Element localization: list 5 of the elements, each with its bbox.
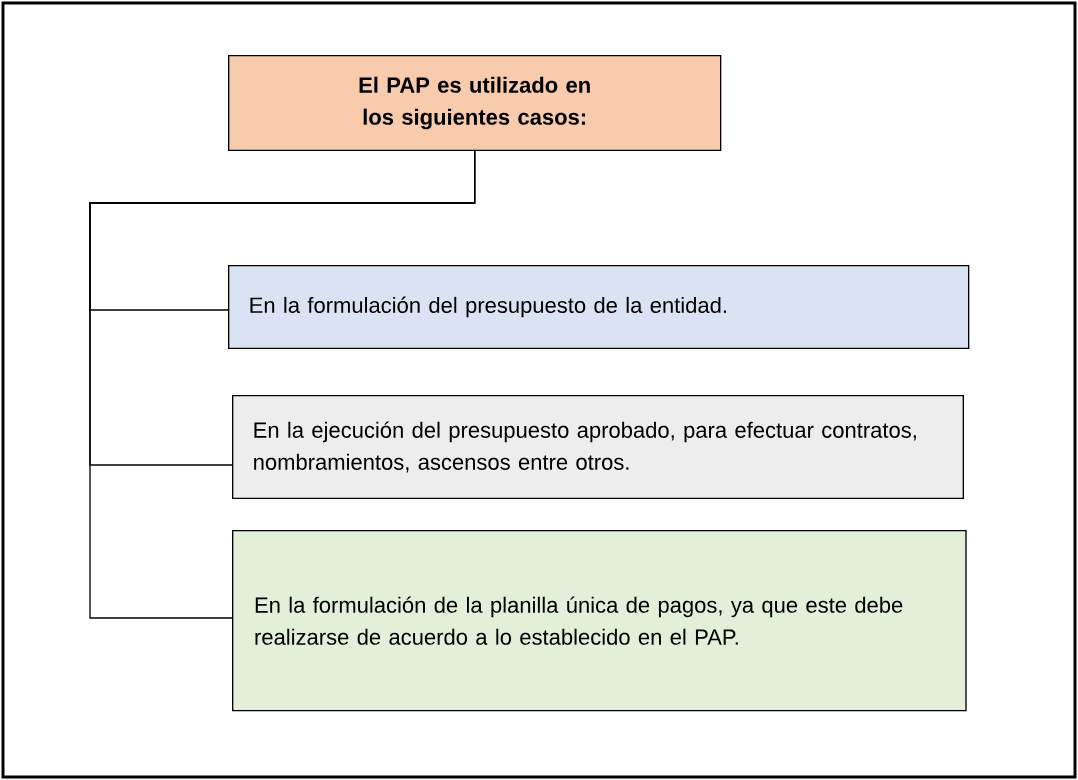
- title-box: El PAP es utilizado en los siguientes casos:: [228, 55, 722, 151]
- case-box: En la formulación de la planilla única de pagos, ya que este debe realizarse de acuerdo a lo establecido en el PAP.: [232, 530, 967, 712]
- case-box: En la ejecución del presupuesto aprobado, para efectuar contratos, nombramientos, ascensos entre otros.: [232, 395, 964, 499]
- case-box: En la formulación del presupuesto de la entidad.: [228, 265, 970, 349]
- connector-line: [89, 150, 476, 619]
